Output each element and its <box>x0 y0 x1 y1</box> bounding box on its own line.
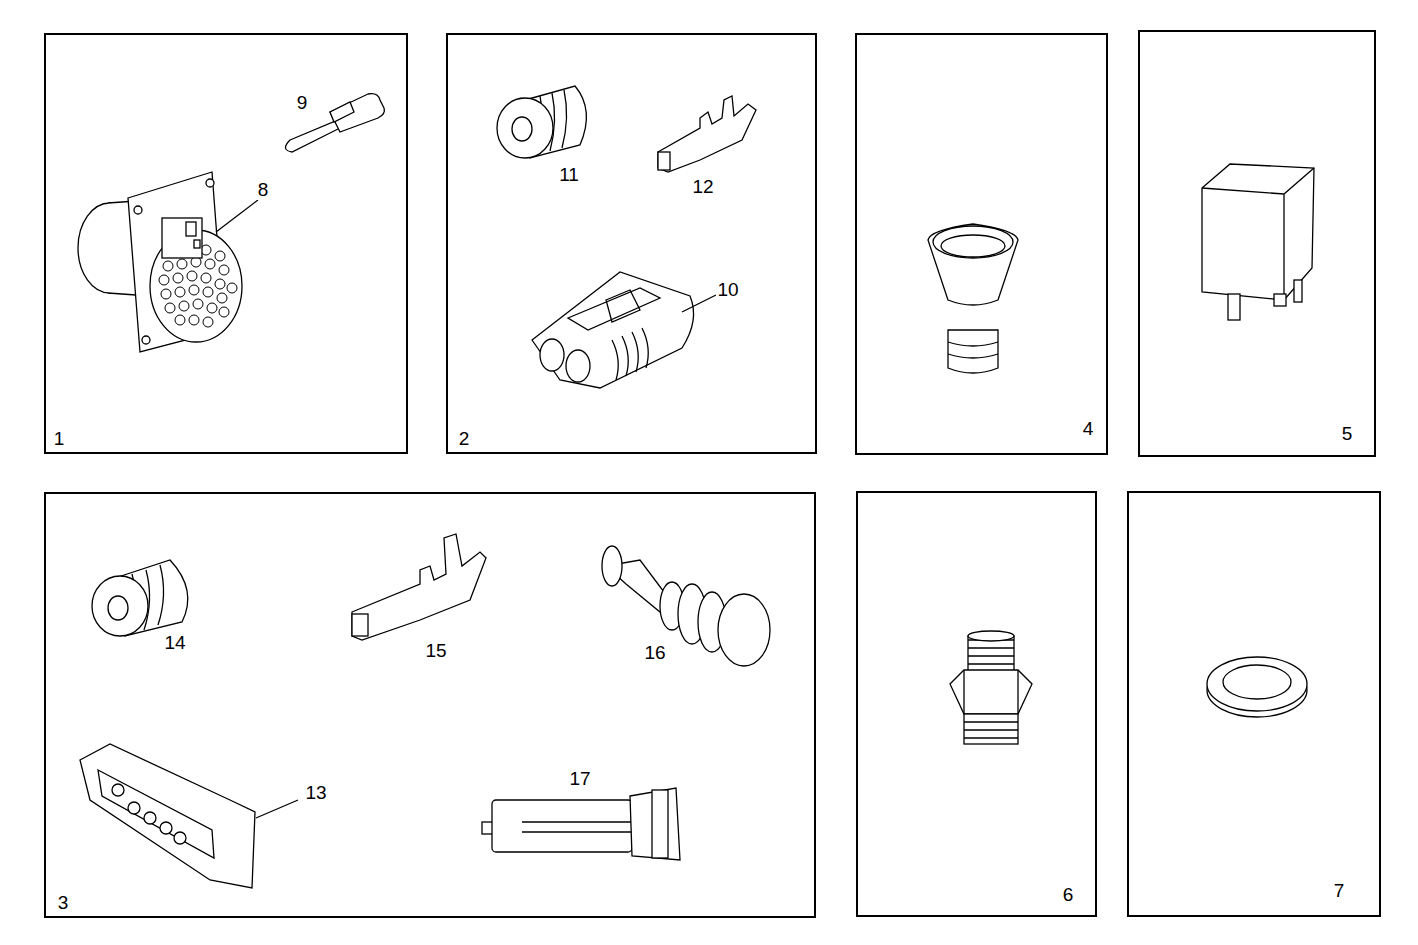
terminal-strip <box>80 744 255 888</box>
panel-number: 5 <box>1341 424 1354 445</box>
part-panel: 6 <box>856 491 1097 917</box>
part-panel: 3 <box>44 492 816 918</box>
threaded-nipple <box>950 631 1032 744</box>
callout-number: 9 <box>296 93 309 114</box>
callout-number: 11 <box>558 165 580 186</box>
connector-latch <box>162 218 202 258</box>
part-panel: 2 <box>446 33 817 454</box>
callout-number: 13 <box>304 783 327 804</box>
panel-number: 4 <box>1082 419 1095 440</box>
part-panel: 5 <box>1138 30 1376 457</box>
relay <box>1202 164 1314 320</box>
leader-line <box>216 200 258 232</box>
callout-number: 17 <box>568 769 591 790</box>
part-panel: 7 <box>1127 491 1381 917</box>
push-button <box>928 224 1018 373</box>
seal-grommet <box>497 86 586 158</box>
leader-line <box>682 295 716 312</box>
panel-number: 2 <box>458 429 471 450</box>
callout-number: 14 <box>163 633 186 654</box>
sealing-washer <box>1207 657 1307 717</box>
socket-terminal <box>658 96 756 172</box>
panel-number: 7 <box>1333 881 1346 902</box>
socket-terminal <box>352 534 486 640</box>
leader-line <box>256 800 298 818</box>
callout-number: 15 <box>424 641 447 662</box>
callout-number: 16 <box>643 643 666 664</box>
sensor-plug <box>482 788 680 860</box>
blind-plug <box>602 546 770 666</box>
callout-number: 8 <box>257 180 270 201</box>
seal-grommet <box>92 560 188 636</box>
part-panel: 1 <box>44 33 408 454</box>
callout-number: 10 <box>716 280 739 301</box>
part-panel: 4 <box>855 33 1108 455</box>
panel-number: 6 <box>1062 885 1075 906</box>
callout-number: 12 <box>691 177 714 198</box>
panel-number: 3 <box>57 893 70 914</box>
panel-number: 1 <box>53 429 66 450</box>
plug-housing <box>532 272 694 388</box>
